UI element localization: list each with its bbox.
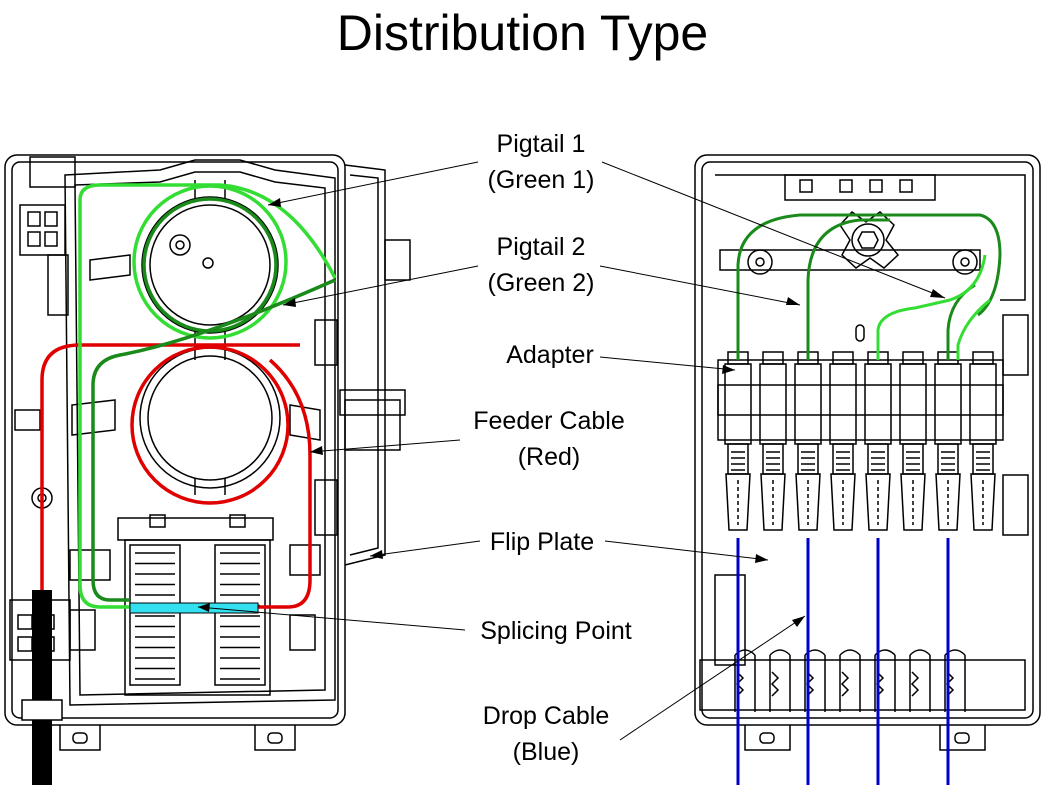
drop-clamp [769, 649, 791, 712]
diagram-title: Distribution Type [336, 5, 709, 61]
adapter-bank [724, 351, 997, 531]
adapter-unit [864, 351, 892, 531]
right-enclosure [694, 154, 1041, 751]
drop-clamp [944, 649, 966, 712]
adapter-unit [759, 351, 787, 531]
adapter-unit [969, 351, 997, 531]
label-splicing-point: Splicing Point [480, 617, 632, 645]
left-enclosure [4, 154, 411, 751]
adapter-unit [899, 351, 927, 531]
pigtail-1-green [78, 183, 337, 609]
incoming-cable-black [32, 590, 52, 785]
leader-lines [197, 161, 946, 741]
adapter-unit [934, 351, 962, 531]
upper-spool [141, 180, 279, 350]
label-flip-plate: Flip Plate [489, 528, 595, 556]
label-drop-cable: Drop Cable(Blue) [482, 702, 610, 766]
drop-clamp [839, 649, 861, 712]
adapter-unit [724, 351, 752, 531]
leader-arrowheads [198, 198, 945, 627]
cable-clamp [21, 699, 63, 721]
right-pigtails-light [876, 254, 991, 360]
label-pigtail-2: Pigtail 2(Green 2) [487, 233, 595, 297]
drop-clamp [909, 649, 931, 712]
label-pigtail-1: Pigtail 1(Green 1) [487, 130, 595, 194]
label-adapter: Adapter [506, 341, 594, 369]
adapter-unit [794, 351, 822, 531]
lower-spool [139, 345, 281, 495]
label-feeder-cable: Feeder Cable(Red) [473, 407, 625, 471]
adapter-unit [829, 351, 857, 531]
pigtail-2-green [91, 197, 336, 602]
splicing-point-highlight [129, 602, 259, 614]
